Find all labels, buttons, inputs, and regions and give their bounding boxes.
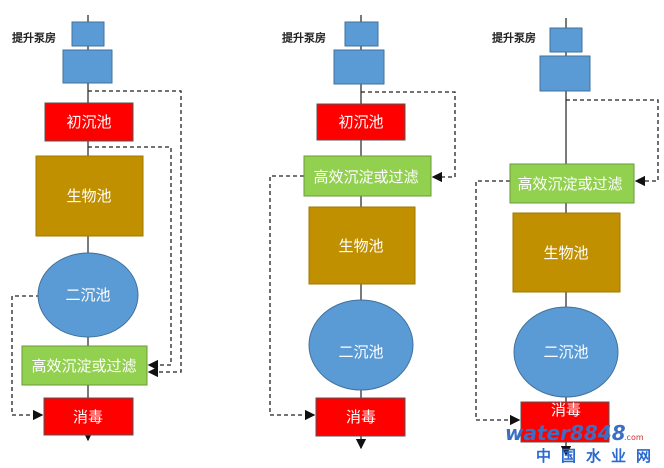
pump-box-small — [71, 21, 105, 47]
disinfect-label: 消毒 — [346, 408, 376, 426]
diagram-3: 提升泵房 高效沉淀或过滤 生物池 二沉池 消毒 — [475, 18, 659, 457]
bio-tank — [35, 155, 144, 237]
disinfect-box — [520, 401, 610, 443]
primary-tank — [44, 102, 134, 142]
bypass-line — [269, 175, 316, 421]
bio-tank — [308, 206, 416, 285]
filter-label: 高效沉淀或过滤 — [517, 175, 622, 193]
pump-box-small — [549, 27, 583, 53]
watermark-domain: .com — [624, 433, 644, 442]
secondary-clarifier — [37, 252, 139, 338]
filter-label: 高效沉淀或过滤 — [313, 168, 418, 186]
primary-tank-label: 初沉池 — [66, 113, 111, 131]
watermark-brand: water8848 — [505, 421, 626, 445]
disinfect-box — [43, 397, 134, 436]
bypass-line — [566, 99, 659, 187]
secondary-clarifier — [308, 299, 414, 391]
filter-box — [509, 163, 635, 204]
pump-label: 提升泵房 — [492, 31, 536, 45]
pump-label: 提升泵房 — [12, 31, 56, 45]
pump-box-small — [344, 21, 379, 47]
filter-box — [21, 345, 148, 386]
diagram-2: 提升泵房 初沉池 高效沉淀或过滤 生物池 二沉池 消毒 — [269, 15, 456, 450]
bio-tank-label: 生物池 — [338, 237, 383, 255]
watermark-name: 中国水业网 — [536, 447, 661, 465]
secondary-clarifier-label: 二沉池 — [65, 286, 110, 304]
watermark: water8848 .com 中国水业网 — [505, 421, 661, 465]
bypass-line — [88, 90, 182, 378]
filter-box — [303, 155, 432, 197]
diagram-1: 提升泵房 初沉池 生物池 二沉池 高效沉淀或过滤 消毒 — [11, 15, 182, 442]
bypass-line — [11, 295, 44, 421]
disinfect-label: 消毒 — [73, 408, 103, 426]
disinfect-label: 消毒 — [551, 401, 581, 419]
bypass-line — [361, 91, 456, 183]
bio-tank — [512, 212, 621, 293]
bypass-line — [475, 180, 521, 426]
secondary-clarifier — [513, 306, 619, 398]
secondary-clarifier-label: 二沉池 — [543, 343, 588, 361]
pump-label: 提升泵房 — [282, 31, 326, 45]
pump-box — [539, 55, 591, 92]
disinfect-box — [315, 397, 406, 437]
bio-tank-label: 生物池 — [543, 244, 588, 262]
pump-box — [333, 49, 385, 85]
filter-label: 高效沉淀或过滤 — [31, 357, 136, 375]
secondary-clarifier-label: 二沉池 — [338, 343, 383, 361]
primary-tank-label: 初沉池 — [338, 113, 383, 131]
pump-box — [62, 49, 113, 84]
bypass-line — [88, 146, 172, 371]
bio-tank-label: 生物池 — [66, 187, 111, 205]
primary-tank — [316, 103, 406, 141]
